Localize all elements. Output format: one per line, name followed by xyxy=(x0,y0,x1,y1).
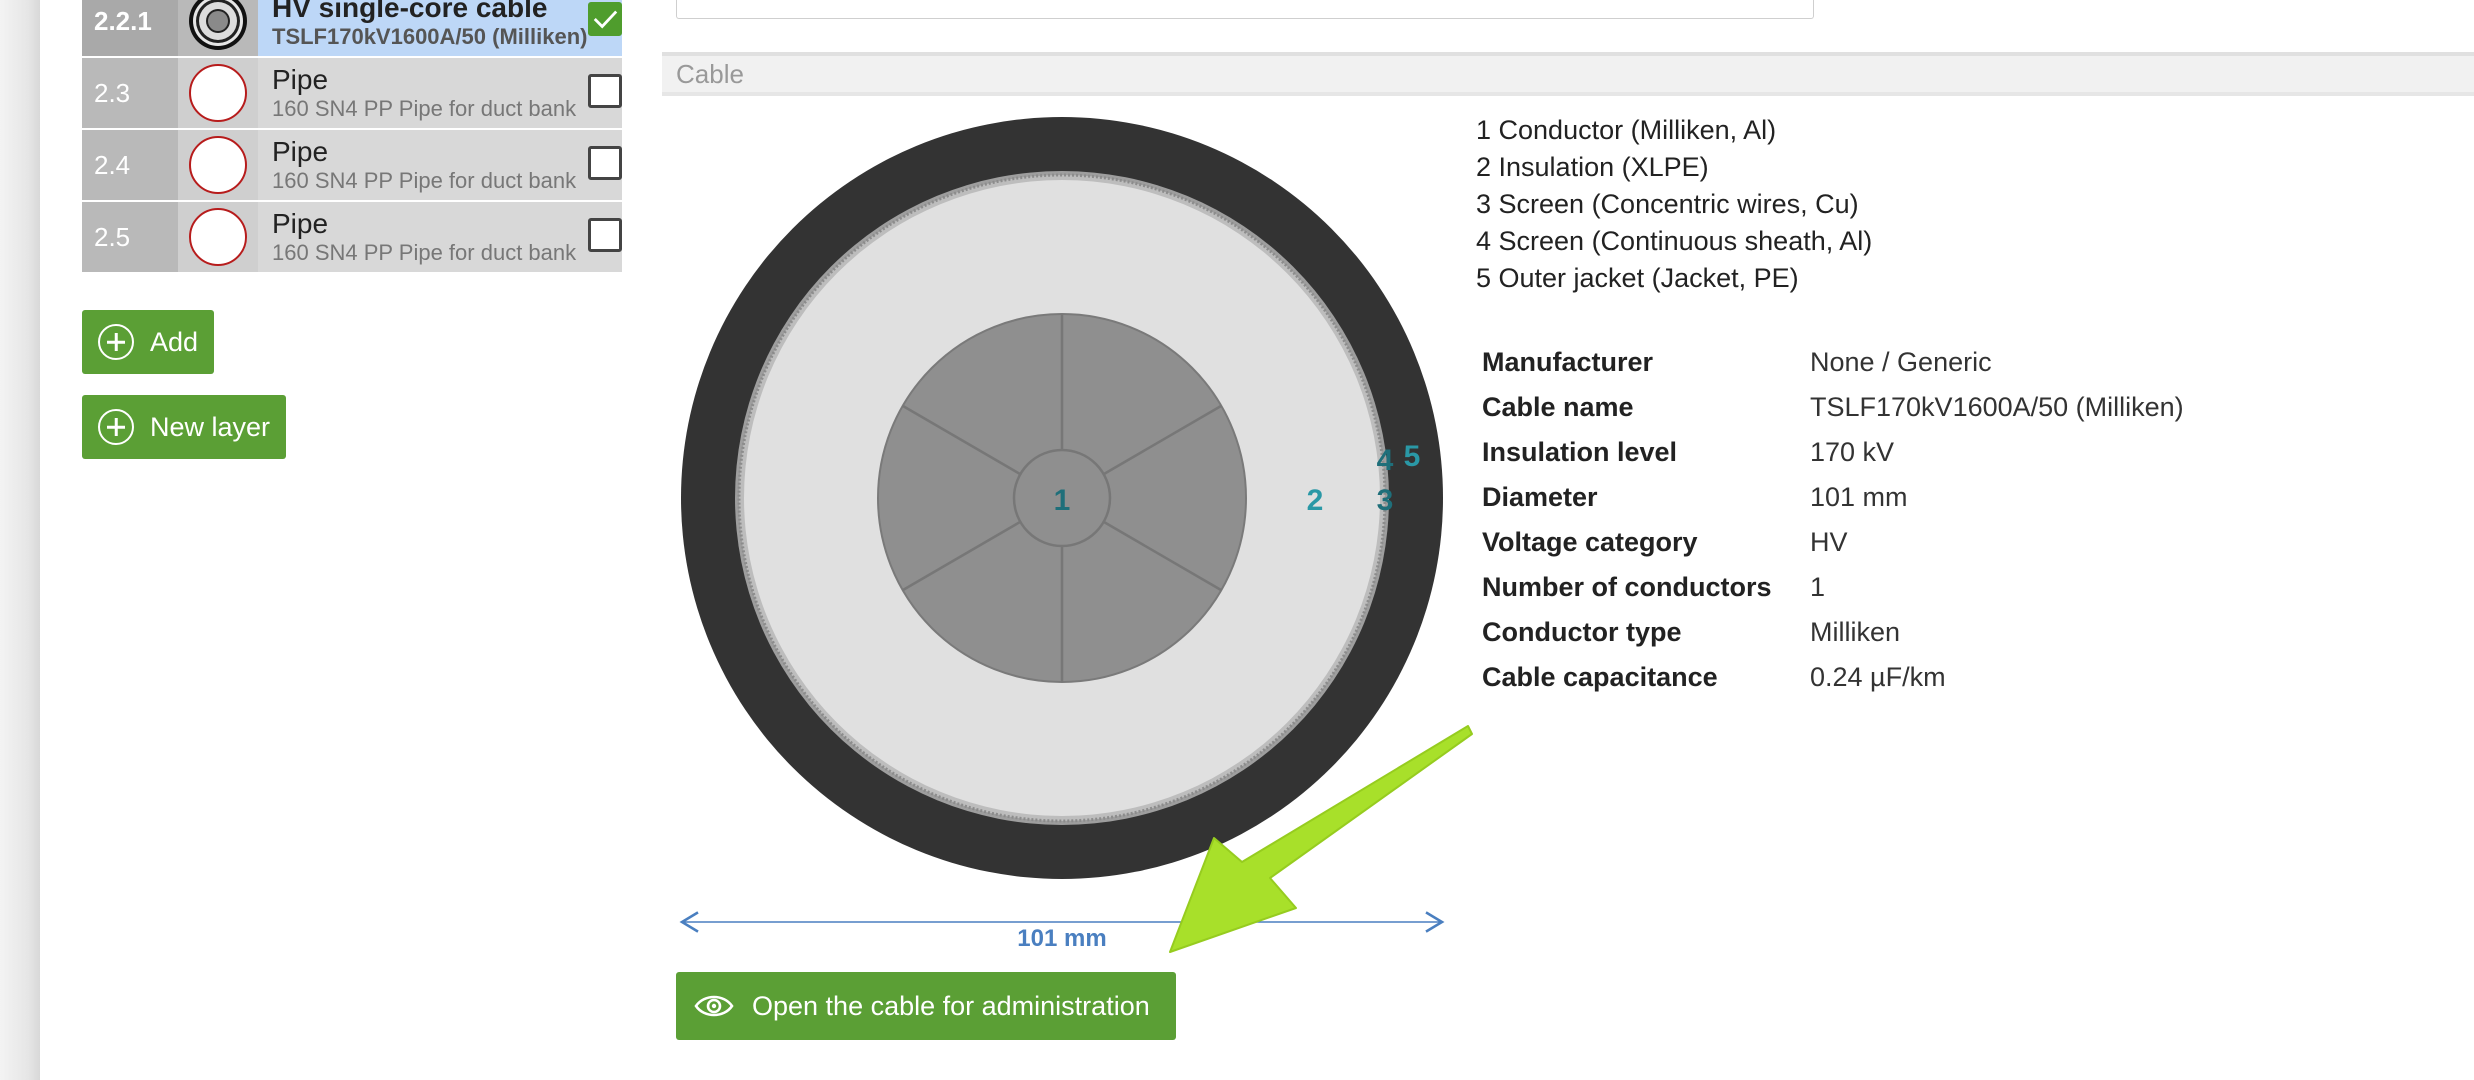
pipe-thumbnail xyxy=(178,202,258,272)
property-value: None / Generic xyxy=(1810,347,1992,377)
property-value: HV xyxy=(1810,527,1848,557)
add-button-label: Add xyxy=(150,326,199,357)
label-5: 5 xyxy=(1404,440,1421,473)
layer-row-2-3[interactable]: 2.3 Pipe 160 SN4 PP Pipe for duct bank xyxy=(82,58,622,128)
layer-row-2-2-1[interactable]: 2.2.1 HV single-core cable TSLF170kV1600… xyxy=(82,0,622,56)
plus-circle-icon xyxy=(98,409,134,445)
property-value: 170 kV xyxy=(1810,437,1895,467)
property-row: Number of conductors 1 xyxy=(1482,565,2184,610)
pipe-thumbnail xyxy=(178,130,258,200)
legend-item: 5 Outer jacket (Jacket, PE) xyxy=(1476,263,1799,293)
layer-text: Pipe 160 SN4 PP Pipe for duct bank xyxy=(258,202,622,272)
layer-checkbox[interactable] xyxy=(588,2,622,36)
cable-cross-section: 1 2 3 4 5 101 mm xyxy=(679,117,1445,952)
property-value: 0.24 µF/km xyxy=(1810,662,1946,692)
layer-number: 2.5 xyxy=(82,202,178,272)
cable-thumbnail xyxy=(178,0,258,56)
new-layer-button-label: New layer xyxy=(150,411,271,442)
pipe-icon xyxy=(189,136,247,194)
eye-icon xyxy=(694,992,734,1020)
property-row: Conductor type Milliken xyxy=(1482,610,2184,655)
layer-title: Pipe xyxy=(272,64,329,95)
open-cable-administration-button[interactable]: Open the cable for administration xyxy=(676,972,1176,1040)
property-key: Cable capacitance xyxy=(1482,662,1718,692)
layer-legend: 1 Conductor (Milliken, Al) 2 Insulation … xyxy=(1476,112,1872,297)
property-key: Number of conductors xyxy=(1482,572,1772,602)
property-key: Manufacturer xyxy=(1482,347,1654,377)
legend-item: 4 Screen (Continuous sheath, Al) xyxy=(1476,226,1873,256)
pipe-icon xyxy=(189,64,247,122)
layer-title: Pipe xyxy=(272,136,329,167)
conductor-core xyxy=(1012,448,1112,548)
property-value: 1 xyxy=(1810,572,1826,602)
new-layer-button[interactable]: New layer xyxy=(82,395,287,459)
check-icon xyxy=(593,10,618,29)
legend-item: 1 Conductor (Milliken, Al) xyxy=(1476,115,1777,145)
property-key: Voltage category xyxy=(1482,527,1698,557)
property-row: Manufacturer None / Generic xyxy=(1482,340,2184,385)
layer-text: HV single-core cable TSLF170kV1600A/50 (… xyxy=(258,0,622,56)
legend-item: 2 Insulation (XLPE) xyxy=(1476,152,1709,182)
label-3: 3 xyxy=(1377,484,1394,517)
layer-subtitle: 160 SN4 PP Pipe for duct bank xyxy=(272,168,577,193)
label-2: 2 xyxy=(1307,484,1324,517)
annotation-arrow-icon xyxy=(1169,725,1473,953)
property-row: Cable name TSLF170kV1600A/50 (Milliken) xyxy=(1482,385,2184,430)
layer-checkbox[interactable] xyxy=(588,218,622,252)
layer-number: 2.2.1 xyxy=(82,0,178,56)
plus-circle-icon xyxy=(98,324,134,360)
left-gutter xyxy=(0,0,40,1080)
layer-subtitle: 160 SN4 PP Pipe for duct bank xyxy=(272,240,577,265)
layer-checkbox[interactable] xyxy=(588,146,622,180)
add-button[interactable]: Add xyxy=(82,310,215,374)
section-title: Cable xyxy=(676,58,744,89)
property-key: Diameter xyxy=(1482,482,1598,512)
open-cable-button-label: Open the cable for administration xyxy=(752,990,1150,1021)
property-key: Cable name xyxy=(1482,392,1634,422)
conductor-segments xyxy=(902,314,1222,682)
property-key: Insulation level xyxy=(1482,437,1678,467)
layer-number: 2.4 xyxy=(82,130,178,200)
layer-row-2-5[interactable]: 2.5 Pipe 160 SN4 PP Pipe for duct bank xyxy=(82,202,622,272)
property-value: TSLF170kV1600A/50 (Milliken) xyxy=(1810,392,2184,422)
legend-item: 3 Screen (Concentric wires, Cu) xyxy=(1476,189,1859,219)
layer-title: Pipe xyxy=(272,208,329,239)
property-row: Insulation level 170 kV xyxy=(1482,430,2184,475)
label-1: 1 xyxy=(1054,484,1071,517)
layer-list: 2.2.1 HV single-core cable TSLF170kV1600… xyxy=(82,0,622,274)
property-row: Diameter 101 mm xyxy=(1482,475,2184,520)
property-value: 101 mm xyxy=(1810,482,1908,512)
layer-title: HV single-core cable xyxy=(272,0,548,23)
label-4: 4 xyxy=(1377,444,1394,477)
layer-row-2-4[interactable]: 2.4 Pipe 160 SN4 PP Pipe for duct bank xyxy=(82,130,622,200)
section-header-cable: Cable xyxy=(662,52,2474,96)
layer-text: Pipe 160 SN4 PP Pipe for duct bank xyxy=(258,130,622,200)
layer-subtitle: TSLF170kV1600A/50 (Milliken) xyxy=(272,24,588,49)
property-row: Cable capacitance 0.24 µF/km xyxy=(1482,655,2184,700)
property-row: Voltage category HV xyxy=(1482,520,2184,565)
property-key: Conductor type xyxy=(1482,617,1682,647)
layer-text: Pipe 160 SN4 PP Pipe for duct bank xyxy=(258,58,622,128)
pipe-thumbnail xyxy=(178,58,258,128)
top-input-field[interactable] xyxy=(676,0,1814,19)
diameter-label: 101 mm xyxy=(1017,925,1106,952)
property-value: Milliken xyxy=(1810,617,1901,647)
pipe-icon xyxy=(189,208,247,266)
cable-properties-table: Manufacturer None / Generic Cable name TSL… xyxy=(1482,340,2184,700)
layer-number: 2.3 xyxy=(82,58,178,128)
layer-checkbox[interactable] xyxy=(588,74,622,108)
cable-thumbnail-icon xyxy=(189,0,247,50)
layer-subtitle: 160 SN4 PP Pipe for duct bank xyxy=(272,96,577,121)
